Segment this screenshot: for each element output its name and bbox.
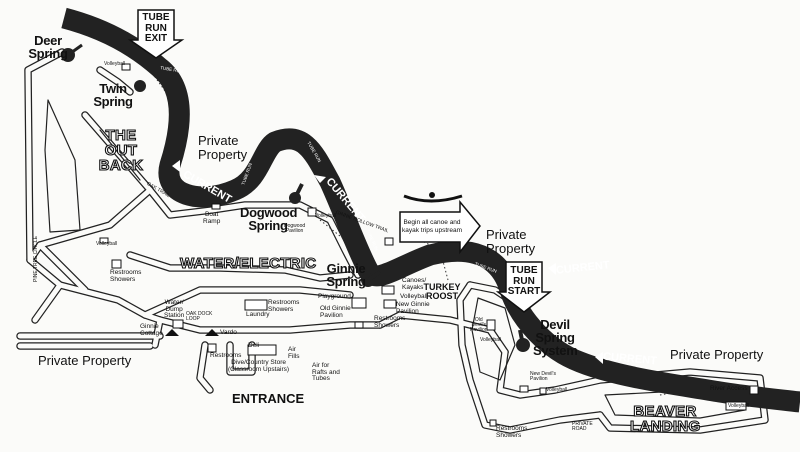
tube-run-arrows (127, 9, 553, 313)
devil-spring-label: Devil Spring System (533, 317, 578, 358)
canoe-note-text: Begin all canoe and kayak trips upstream (402, 219, 462, 235)
entrance-label: ENTRANCE (232, 391, 305, 406)
tube-run-exit-label: TUBE RUN EXIT (142, 12, 170, 44)
beaver-landing-label: BEAVER LANDING (629, 403, 701, 435)
private-property-southeast: Private Property (670, 347, 764, 362)
old-ginnie-pavilion-label: Old Ginnie Pavilion (320, 305, 351, 319)
playground-label: Playground (318, 293, 351, 300)
volleyball-devil: Volleyball (480, 337, 502, 343)
restrooms-ginnie: Restrooms Showers (374, 315, 406, 329)
twin-spring-label: Twin Spring (93, 81, 133, 109)
dive-store-label: Dive/Country Store (Classroom Upstairs) (228, 359, 290, 373)
laundry-label: Laundry (246, 311, 270, 318)
pine-tree-circle-label: PINE TREE CIRCLE (33, 235, 39, 282)
turkey-roost-label: TURKEY ROOST (423, 282, 461, 302)
air-rafts-label: Air for Rafts and Tubes (312, 362, 340, 382)
dogwood-spring-label: Dogwood Spring (240, 205, 298, 233)
canoe-note (399, 192, 481, 255)
spring-heads (61, 43, 530, 352)
deer-spring-label: Deer Spring (28, 33, 68, 61)
ginnie-cottage-label: Ginnie Cottage (140, 323, 163, 337)
river-access-label: River Access (710, 385, 748, 392)
current-arrows (172, 160, 603, 364)
huts (165, 329, 219, 336)
water-dump-label: Water/ Dump Station (164, 299, 185, 319)
ginnie-spring-label: Ginnie Spring (326, 261, 366, 289)
restrooms-water: Restrooms Showers (268, 299, 300, 313)
restrooms-beaver: Restrooms Showers (496, 425, 528, 439)
new-devils-pavilion-label: New Devil's Pavilion (530, 371, 556, 382)
private-property-north: Private Property (198, 133, 248, 163)
volleyball-ginnie: Volleyball (400, 293, 428, 300)
private-property-east: Private Property (486, 227, 536, 257)
volleyball-dogwood: Volleyball (315, 213, 337, 219)
outback-label: THE OUT BACK (98, 127, 144, 174)
deli-label: Deli (248, 342, 260, 349)
river (61, 7, 800, 413)
volleyball-new-devils: Volleyball (546, 387, 568, 393)
volleyball-deer: Volleyball (104, 61, 126, 67)
old-devils-pavilion-label: Old Devil's Pavilion (470, 317, 488, 333)
private-property-west: Private Property (38, 353, 132, 368)
boat-ramp-label: Boat Ramp (203, 211, 221, 225)
restrooms-outback: Restrooms Showers (110, 269, 142, 283)
dock-loop-label: OAK DOCK LOOP (186, 311, 213, 322)
canoes-kayaks-label: Canoes/ Kayaks (402, 277, 427, 291)
tube-run-start-label: TUBE RUN START (507, 265, 541, 297)
buildings (99, 63, 759, 427)
water-electric-label: WATER/ELECTRIC (179, 255, 317, 272)
volleyball-beaver: Volleyball (728, 403, 750, 409)
vardo-label: Vardo (220, 329, 237, 336)
restrooms-store: Restrooms (210, 352, 242, 359)
volleyball-outback: Volleyball (96, 241, 118, 247)
dogwood-pavilion-label: Dogwood Pavilion (284, 223, 306, 234)
new-ginnie-pavilion-label: New Ginnie Pavilion (396, 301, 430, 315)
air-fills-label: Air Fills (288, 346, 300, 360)
private-road-label: PRIVATE ROAD (572, 421, 593, 432)
